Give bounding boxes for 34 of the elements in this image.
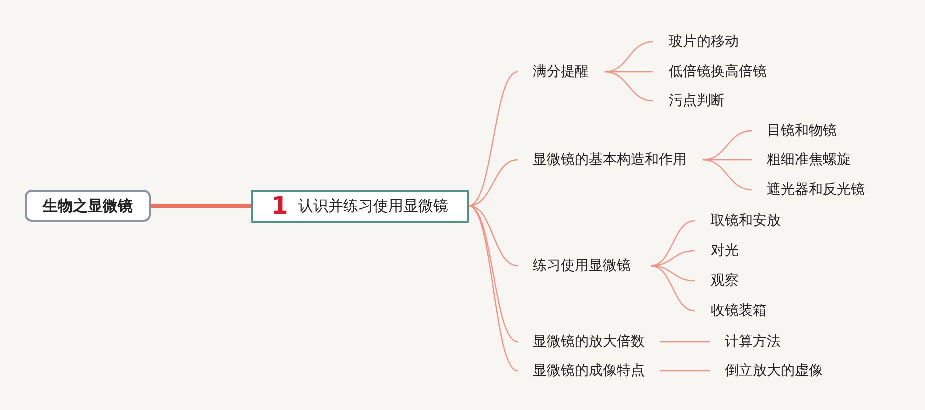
topic-text: 认识并练习使用显微镜 [298, 196, 448, 216]
leaf-label: 对光 [695, 239, 755, 263]
leaf-label: 玻片的移动 [653, 30, 743, 54]
branch-label: 满分提醒 [518, 60, 605, 84]
branch-label: 练习使用显微镜 [518, 254, 651, 278]
branch-label: 显微镜的放大倍数 [518, 330, 660, 354]
leaf-label: 粗细准焦螺旋 [752, 148, 862, 172]
leaf-label: 计算方法 [710, 330, 800, 354]
branch-line [468, 71, 518, 207]
branch-line [151, 204, 251, 208]
branch-line [660, 341, 710, 343]
branch-line [650, 220, 696, 267]
leaf-label: 倒立放大的虚像 [710, 359, 835, 383]
branch-line [702, 130, 752, 161]
leaf-label: 遮光器和反光镜 [752, 178, 877, 202]
topic-box [251, 190, 469, 222]
root-box: 生物之显微镜 [25, 190, 151, 222]
branch-line [604, 41, 654, 73]
branch-label: 显微镜的成像特点 [518, 359, 660, 383]
branch-line [468, 159, 518, 207]
number-marker: 1 [272, 194, 288, 218]
leaf-label: 观察 [695, 269, 755, 293]
leaf-label: 收镜装箱 [695, 299, 775, 323]
leaf-label: 污点判断 [653, 89, 733, 113]
leaf-label: 取镜和安放 [695, 209, 790, 233]
branch-line [604, 71, 654, 102]
branch-label: 显微镜的基本构造和作用 [518, 148, 703, 172]
leaf-label: 低倍镜换高倍镜 [653, 60, 773, 84]
branch-line [660, 370, 710, 372]
branch-line [468, 205, 518, 267]
branch-line [468, 205, 518, 372]
leaf-label: 目镜和物镜 [752, 119, 852, 143]
branch-line [702, 159, 752, 191]
branch-line [650, 265, 696, 312]
